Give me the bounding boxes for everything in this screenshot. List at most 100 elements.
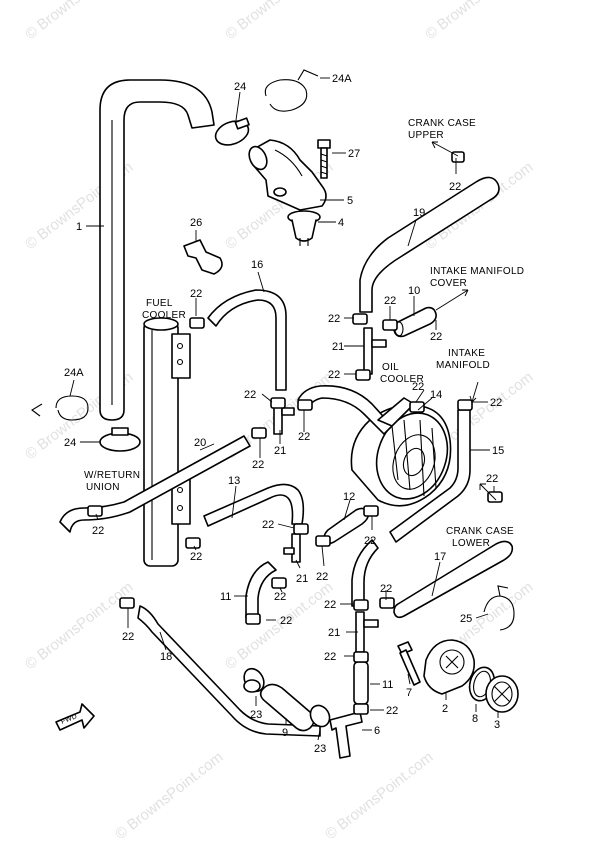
bolt-part-7[interactable] xyxy=(397,641,421,686)
part-callouts: 1 24A 24 27 5 4 26 16 19 22 10 22 22 22 … xyxy=(64,73,504,755)
callout-17: 17 xyxy=(434,551,446,563)
callout-21: 21 xyxy=(332,341,344,353)
joint-part-6[interactable] xyxy=(329,711,363,759)
callout-22: 22 xyxy=(324,651,336,663)
oil-cooler-part-14[interactable] xyxy=(350,403,459,509)
callout-22: 22 xyxy=(324,599,336,611)
callout-22: 22 xyxy=(122,631,134,643)
hose-part-1[interactable] xyxy=(99,79,215,421)
watermark: © BrownsPoint.com xyxy=(22,579,136,674)
callout-24-top: 24 xyxy=(234,81,246,93)
callout-14: 14 xyxy=(430,389,442,401)
callout-7: 7 xyxy=(406,687,412,699)
callout-6: 6 xyxy=(374,725,380,737)
callout-1: 1 xyxy=(76,221,82,233)
clamp-part-24-left[interactable] xyxy=(99,427,141,452)
callout-22: 22 xyxy=(190,551,202,563)
clamp-part-23-left[interactable] xyxy=(240,665,268,695)
callout-25: 25 xyxy=(460,613,472,625)
clamp-part-24-top[interactable] xyxy=(212,117,251,149)
hose-part-15[interactable] xyxy=(389,409,471,543)
housing-part-2[interactable] xyxy=(423,639,476,695)
hose-part-19[interactable] xyxy=(359,176,500,313)
thermostat-part-4[interactable] xyxy=(287,210,321,246)
callout-20: 20 xyxy=(194,437,206,449)
callout-11: 11 xyxy=(382,679,393,691)
joint-part-21-middle[interactable] xyxy=(273,399,301,563)
callout-22: 22 xyxy=(384,295,396,307)
callout-22: 22 xyxy=(412,381,424,393)
callout-15: 15 xyxy=(492,445,504,457)
hose-part-17[interactable] xyxy=(393,540,514,619)
callout-22: 22 xyxy=(490,397,502,409)
callout-22: 22 xyxy=(430,331,442,343)
fuel-cooler-body[interactable] xyxy=(143,317,191,567)
callout-22: 22 xyxy=(280,615,292,627)
callout-22: 22 xyxy=(380,583,392,595)
spring-clamp-part-24a-left[interactable] xyxy=(31,395,89,421)
watermark: © BrownsPoint.com xyxy=(22,0,136,43)
callout-21: 21 xyxy=(274,445,286,457)
hose-part-13[interactable] xyxy=(203,483,305,527)
callout-22-crank-upper: 22 xyxy=(449,181,461,193)
hose-part-9[interactable] xyxy=(259,683,315,732)
spring-clamp-part-24a-top[interactable] xyxy=(264,69,319,112)
watermark: © BrownsPoint.com xyxy=(322,749,436,844)
bolt-part-27[interactable] xyxy=(317,139,331,179)
callout-9: 9 xyxy=(282,727,288,739)
hose-part-18[interactable] xyxy=(137,605,321,737)
hose-part-11-lower[interactable] xyxy=(353,661,369,705)
callout-26: 26 xyxy=(190,217,202,229)
clamp-part-23-right[interactable] xyxy=(307,702,334,730)
joint-part-21-lower[interactable] xyxy=(355,611,379,653)
callout-22: 22 xyxy=(486,473,498,485)
callout-16: 16 xyxy=(251,259,263,271)
callout-8: 8 xyxy=(472,713,478,725)
callout-22: 22 xyxy=(190,288,202,300)
callout-22: 22 xyxy=(298,431,310,443)
callout-22: 22 xyxy=(364,535,376,547)
hose-part-11-upper[interactable] xyxy=(245,561,277,619)
callout-3: 3 xyxy=(494,719,500,731)
hose-part-20[interactable] xyxy=(59,435,251,533)
callout-4: 4 xyxy=(338,217,344,229)
callout-22: 22 xyxy=(328,369,340,381)
callout-19: 19 xyxy=(413,207,425,219)
callout-23: 23 xyxy=(250,709,262,721)
clip-part-25[interactable] xyxy=(483,585,515,631)
callout-13: 13 xyxy=(228,475,240,487)
callout-24-left: 24 xyxy=(64,437,76,449)
callout-22: 22 xyxy=(316,571,328,583)
callout-22: 22 xyxy=(328,313,340,325)
callout-21: 21 xyxy=(328,627,340,639)
hose-clamps-part-22[interactable] xyxy=(87,151,503,715)
callout-22: 22 xyxy=(244,389,256,401)
hose-oil-cooler-outlet[interactable] xyxy=(351,539,379,607)
callout-22: 22 xyxy=(92,525,104,537)
forward-direction-indicator: FWD xyxy=(55,703,95,731)
callout-5: 5 xyxy=(347,195,353,207)
direction-arrows xyxy=(431,141,497,501)
callout-11: 11 xyxy=(220,591,231,603)
callout-22: 22 xyxy=(386,705,398,717)
callout-23: 23 xyxy=(314,743,326,755)
clip-part-26[interactable] xyxy=(183,239,223,275)
hose-part-16[interactable] xyxy=(207,289,287,391)
callout-10: 10 xyxy=(408,285,420,297)
callout-21: 21 xyxy=(296,573,308,585)
callout-27: 27 xyxy=(348,148,360,160)
callout-22: 22 xyxy=(274,591,286,603)
callout-12: 12 xyxy=(343,491,355,503)
valve-part-3[interactable] xyxy=(485,675,519,713)
leader-lines xyxy=(69,77,499,741)
thermostat-cover-part-5[interactable] xyxy=(246,139,327,211)
